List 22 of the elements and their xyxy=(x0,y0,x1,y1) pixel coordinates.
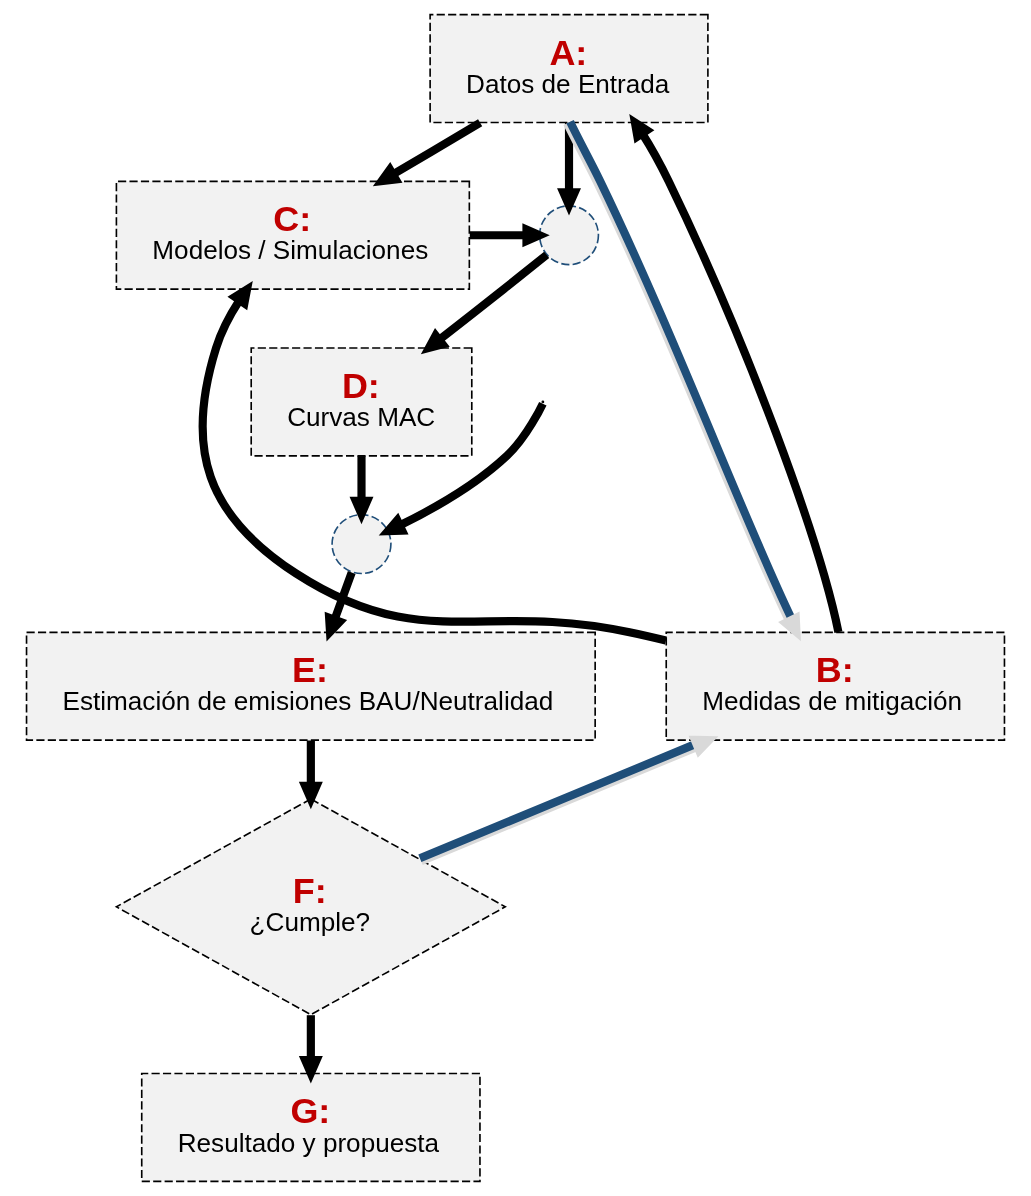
node-circle xyxy=(538,205,600,266)
node-diamond: F: ¿Cumple? xyxy=(114,798,507,1016)
arrow xyxy=(469,223,550,248)
arrow xyxy=(298,1015,323,1084)
node-box: C: Modelos / Simulaciones xyxy=(115,180,471,290)
node-box: A: Datos de Entrada xyxy=(429,13,709,124)
arrow xyxy=(563,120,801,642)
arrow xyxy=(378,401,547,536)
arrow xyxy=(557,122,581,216)
arrow xyxy=(349,456,374,525)
arrow xyxy=(324,571,356,642)
node-box: B: Medidas de mitigación xyxy=(665,631,1006,741)
arrow xyxy=(372,119,483,187)
node-box: D: Curvas MAC xyxy=(250,347,473,457)
arrow xyxy=(198,280,667,645)
node-box: E: Estimación de emisiones BAU/Neutralidad xyxy=(25,631,596,741)
arrow xyxy=(629,114,843,634)
node-box: G: Resultado y propuesta xyxy=(140,1072,481,1183)
arrow xyxy=(418,735,719,866)
arrow xyxy=(298,740,323,810)
arrow xyxy=(420,251,550,355)
node-circle xyxy=(331,513,392,575)
